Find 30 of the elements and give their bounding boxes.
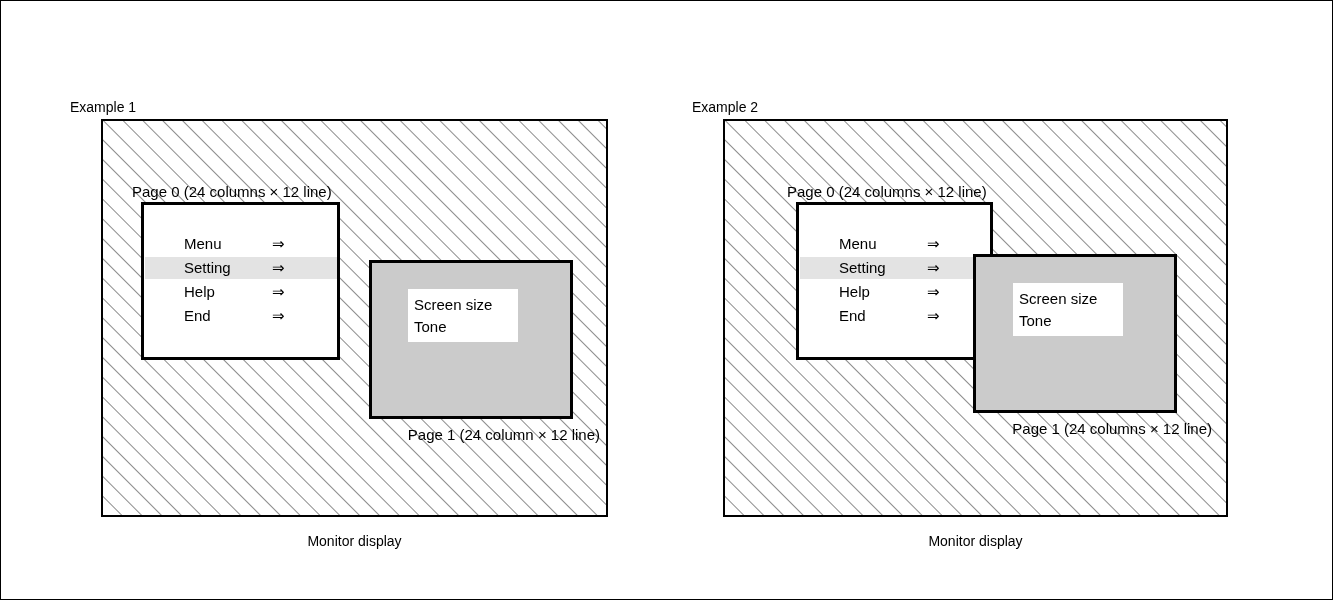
menu-item: Setting (839, 258, 886, 278)
page-heading: Page 0 (24 columns × 12 line) (787, 182, 987, 202)
display-caption: Monitor display (306, 532, 403, 551)
page-heading: Page 1 (24 columns × 12 line) (1012, 419, 1212, 439)
page-heading: Page 0 (24 columns × 12 line) (132, 182, 332, 202)
display-caption: Monitor display (927, 532, 1024, 551)
example-heading: Example 1 (70, 98, 137, 117)
menu-item: Menu (839, 234, 877, 254)
arrow-symbol: ⇒ (927, 282, 940, 302)
arrow-symbol: ⇒ (272, 306, 285, 326)
menu-item: Help (184, 282, 215, 302)
arrow-symbol: ⇒ (272, 234, 285, 254)
arrow-symbol: ⇒ (272, 282, 285, 302)
submenu-item: Tone (414, 316, 448, 337)
submenu-item: Screen size (1019, 288, 1099, 309)
submenu-item: Screen size (414, 294, 494, 315)
arrow-symbol: ⇒ (927, 234, 940, 254)
menu-item: Help (839, 282, 870, 302)
submenu-item: Tone (1019, 310, 1053, 331)
menu-item: Setting (184, 258, 231, 278)
page-heading: Page 1 (24 column × 12 line) (407, 425, 600, 445)
menu-item: End (184, 306, 211, 326)
arrow-symbol: ⇒ (927, 258, 940, 278)
menu-item: Menu (184, 234, 222, 254)
menu-item: End (839, 306, 866, 326)
example-heading: Example 2 (692, 98, 759, 117)
arrow-symbol: ⇒ (272, 258, 285, 278)
submenu-panel (408, 289, 518, 342)
arrow-symbol: ⇒ (927, 306, 940, 326)
submenu-panel (1013, 283, 1123, 336)
